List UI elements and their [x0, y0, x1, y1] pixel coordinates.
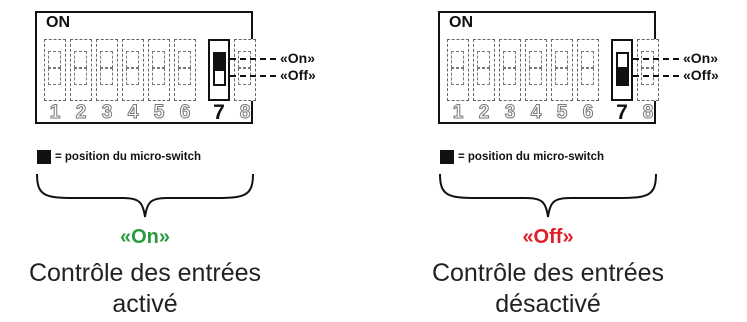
switch-position-off	[48, 68, 61, 85]
switch-position-on	[74, 51, 87, 68]
switch-slot	[44, 39, 66, 101]
state-label-off: «Off»	[683, 67, 719, 83]
state-label-on: «On»	[280, 50, 316, 66]
curly-brace	[36, 173, 254, 218]
switch-position-on	[178, 51, 191, 68]
switch-position-off	[581, 68, 594, 85]
switch-position-off	[451, 68, 464, 85]
switch-position-off	[74, 68, 87, 85]
switch-position-on	[152, 51, 165, 68]
switch-position-off	[213, 69, 226, 86]
switch-slot	[551, 39, 573, 101]
switch-position-on	[100, 51, 113, 68]
switch-slot	[447, 39, 469, 101]
switch-position-on	[451, 51, 464, 68]
switch-position-on	[126, 51, 139, 68]
switch-number: 6	[179, 102, 191, 124]
switch-position-off	[503, 68, 516, 85]
switch-position-off	[178, 68, 191, 85]
switch-position-on	[503, 51, 516, 68]
caption-line-1: Contrôle des entrées	[28, 259, 262, 287]
switch-number: 2	[478, 102, 490, 124]
legend-swatch	[37, 150, 51, 164]
switch-slots	[447, 39, 659, 101]
caption: Contrôle des entrées activé	[0, 258, 300, 320]
switch-position-off	[616, 69, 629, 86]
switch-position-on	[581, 51, 594, 68]
switch-slot	[637, 39, 659, 101]
switch-number: 3	[101, 102, 113, 124]
dip-on-label: ON	[46, 14, 70, 31]
switch-slot	[499, 39, 521, 101]
caption-line-2: désactivé	[495, 290, 601, 318]
switch-number: 7	[616, 101, 628, 124]
switch-position-off	[555, 68, 568, 85]
switch-position-off	[529, 68, 542, 85]
switch-number: 4	[530, 102, 542, 124]
switch-number: 8	[239, 102, 251, 124]
switch-number: 4	[127, 102, 139, 124]
switch-slot	[174, 39, 196, 101]
switch-position-on	[529, 51, 542, 68]
switch-number: 2	[75, 102, 87, 124]
switch-slot	[122, 39, 144, 101]
switch-slot	[234, 39, 256, 101]
status-label: «On»	[119, 226, 171, 248]
switch-number: 8	[642, 102, 654, 124]
switch-slot	[148, 39, 170, 101]
caption-line-1: Contrôle des entrées	[431, 259, 665, 287]
switch-position-off	[126, 68, 139, 85]
switch-slot	[473, 39, 495, 101]
leader-line-on	[230, 58, 276, 60]
switch-slot	[96, 39, 118, 101]
caption-line-2: activé	[112, 290, 178, 318]
switch-number: 6	[582, 102, 594, 124]
switch-slot	[70, 39, 92, 101]
switch-slots	[44, 39, 256, 101]
switch-position-on	[213, 52, 226, 69]
switch-position-on	[616, 52, 629, 69]
switch-number: 1	[49, 102, 61, 124]
leader-line-off	[230, 75, 276, 77]
legend-text: = position du micro-switch	[458, 151, 604, 163]
state-label-off: «Off»	[280, 67, 316, 83]
switch-number: 1	[452, 102, 464, 124]
dip-on-label: ON	[449, 14, 473, 31]
switch-position-off	[477, 68, 490, 85]
legend-swatch	[440, 150, 454, 164]
switch-position-off	[152, 68, 165, 85]
switch-position-on	[555, 51, 568, 68]
switch-number: 3	[504, 102, 516, 124]
leader-line-on	[633, 58, 679, 60]
state-label-on: «On»	[683, 50, 719, 66]
switch-slot	[525, 39, 547, 101]
caption: Contrôle des entrées désactivé	[393, 258, 703, 320]
switch-number: 7	[213, 101, 225, 124]
switch-number: 5	[556, 102, 568, 124]
leader-line-off	[633, 75, 679, 77]
switch-slot-active	[208, 39, 230, 101]
switch-position-on	[48, 51, 61, 68]
switch-position-on	[477, 51, 490, 68]
switch-number: 5	[153, 102, 165, 124]
switch-slot	[577, 39, 599, 101]
status-label: «Off»	[522, 226, 574, 248]
curly-brace	[439, 173, 657, 218]
switch-slot-active	[611, 39, 633, 101]
legend-text: = position du micro-switch	[55, 151, 201, 163]
switch-position-off	[100, 68, 113, 85]
